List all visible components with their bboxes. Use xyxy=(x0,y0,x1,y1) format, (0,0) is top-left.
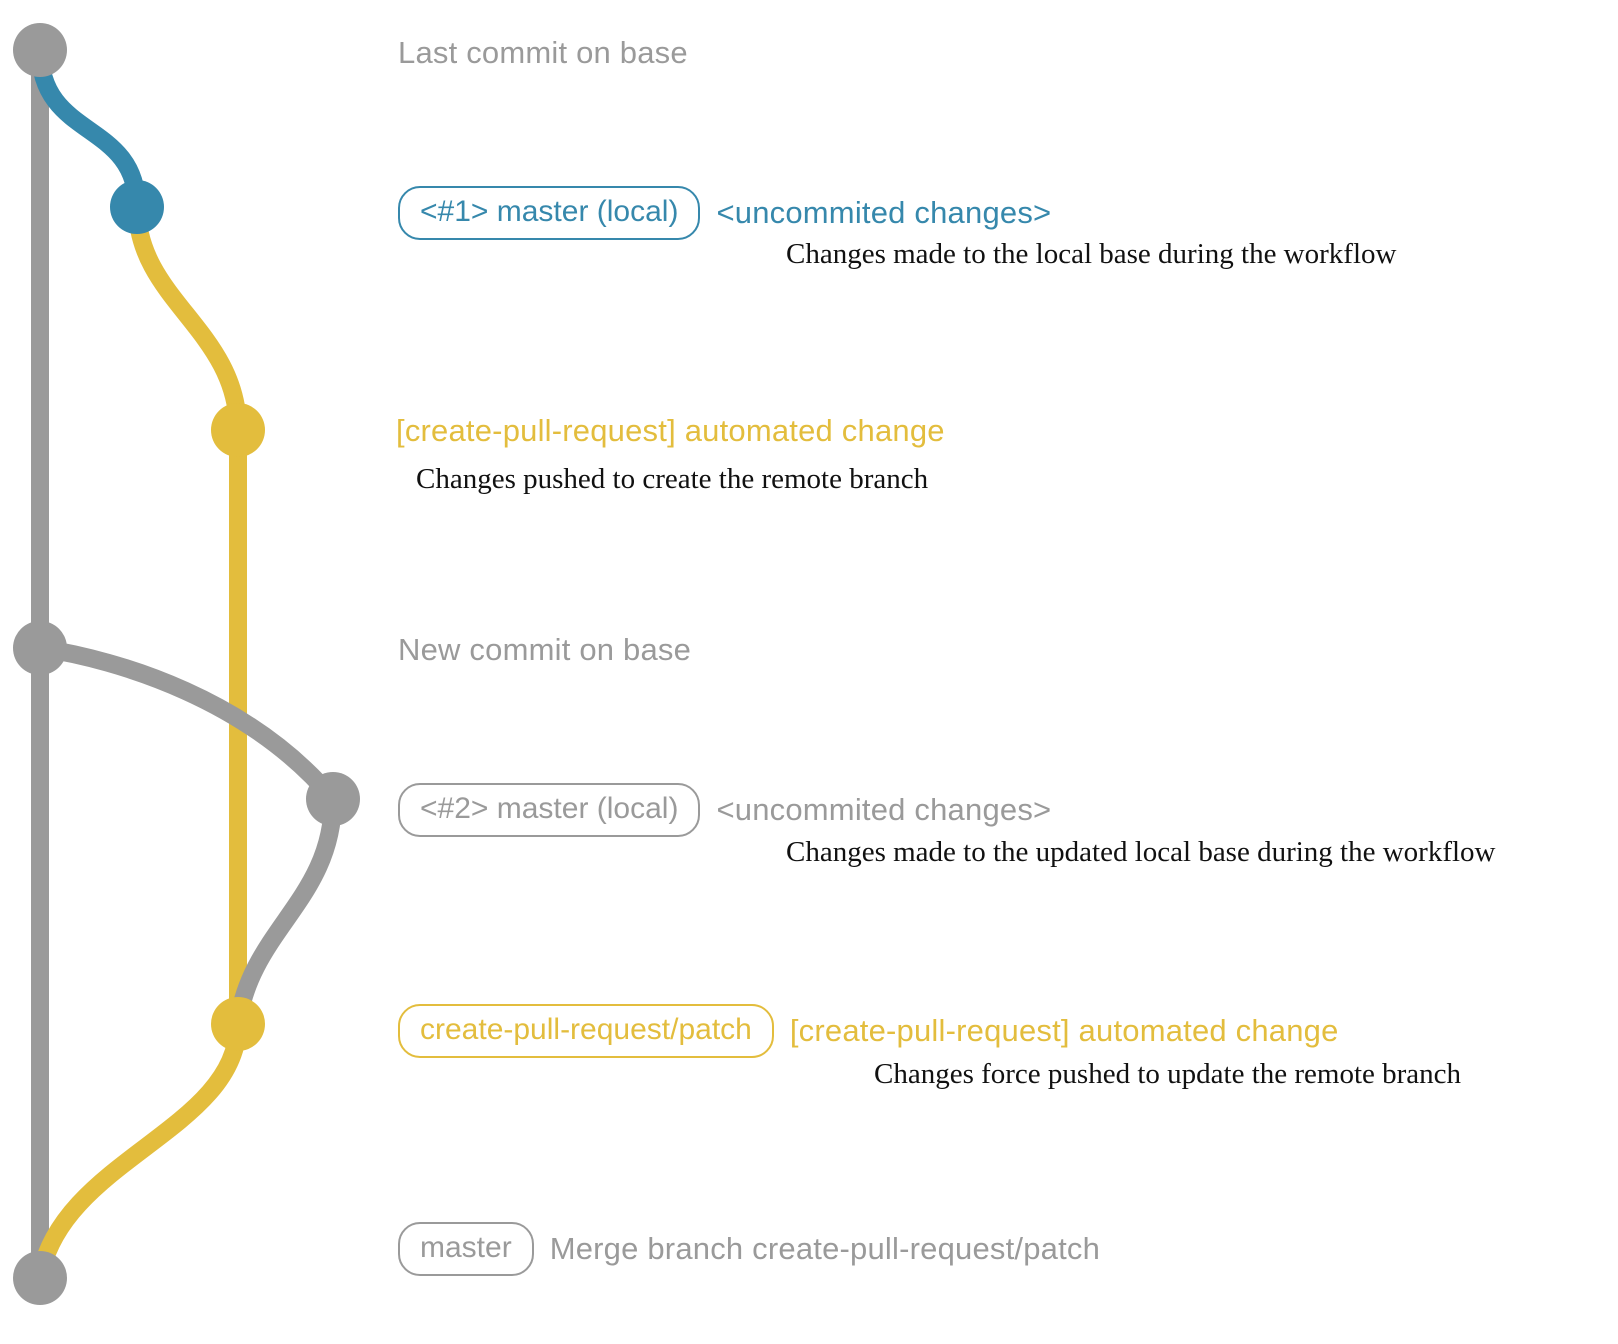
commit-message-master-local-1: <uncommited changes> xyxy=(716,195,1052,230)
commit-row-merge-commit: master Merge branch create-pull-request/… xyxy=(398,1222,1100,1276)
branch-badge-create-pull-request-patch[interactable]: create-pull-request/patch xyxy=(398,1004,774,1058)
commit-node-base-merge[interactable] xyxy=(13,1251,67,1305)
commit-node-local-2[interactable] xyxy=(306,772,360,826)
local-merge-line-2 xyxy=(229,790,342,1033)
commit-message-last-commit-on-base: Last commit on base xyxy=(398,35,688,70)
commit-row-master-local-2: <#2> master (local) <uncommited changes> xyxy=(398,783,1051,837)
commit-node-base-top[interactable] xyxy=(13,23,67,77)
commit-node-base-new[interactable] xyxy=(13,621,67,675)
patch-merge-line xyxy=(31,1015,247,1287)
commit-message-new-commit-on-base: New commit on base xyxy=(398,632,692,667)
commit-message-master-local-2: <uncommited changes> xyxy=(716,792,1052,827)
branch-badge-master-local-1[interactable]: <#1> master (local) xyxy=(398,186,701,240)
branch-badge-master[interactable]: master xyxy=(398,1222,534,1276)
patch-branch-line-1 xyxy=(128,198,247,439)
commit-row-automated-change-1: [create-pull-request] automated change xyxy=(396,413,945,449)
commit-node-patch-1[interactable] xyxy=(211,403,265,457)
git-branch-graph xyxy=(13,23,360,1305)
commit-description-master-local-1: Changes made to the local base during th… xyxy=(786,238,1397,270)
commit-message-automated-change-2: [create-pull-request] automated change xyxy=(789,1013,1339,1048)
commit-node-patch-2[interactable] xyxy=(211,997,265,1051)
base-branch-line-2 xyxy=(31,639,342,808)
commit-row-master-local-1: <#1> master (local) <uncommited changes> xyxy=(398,186,1051,240)
commit-row-automated-change-2: create-pull-request/patch [create-pull-r… xyxy=(398,1004,1339,1058)
commit-message-automated-change-1: [create-pull-request] automated change xyxy=(396,413,945,448)
local-branch-line-1 xyxy=(31,41,146,216)
commit-description-automated-change-1: Changes pushed to create the remote bran… xyxy=(416,463,929,495)
commit-row-new-commit-on-base: New commit on base xyxy=(398,632,691,668)
branch-badge-master-local-2[interactable]: <#2> master (local) xyxy=(398,783,701,837)
commit-node-local-1[interactable] xyxy=(110,180,164,234)
commit-row-last-commit-on-base: Last commit on base xyxy=(398,35,688,71)
commit-description-automated-change-2: Changes force pushed to update the remot… xyxy=(874,1058,1462,1090)
commit-message-merge-commit: Merge branch create-pull-request/patch xyxy=(549,1231,1101,1266)
commit-description-master-local-2: Changes made to the updated local base d… xyxy=(786,836,1496,868)
